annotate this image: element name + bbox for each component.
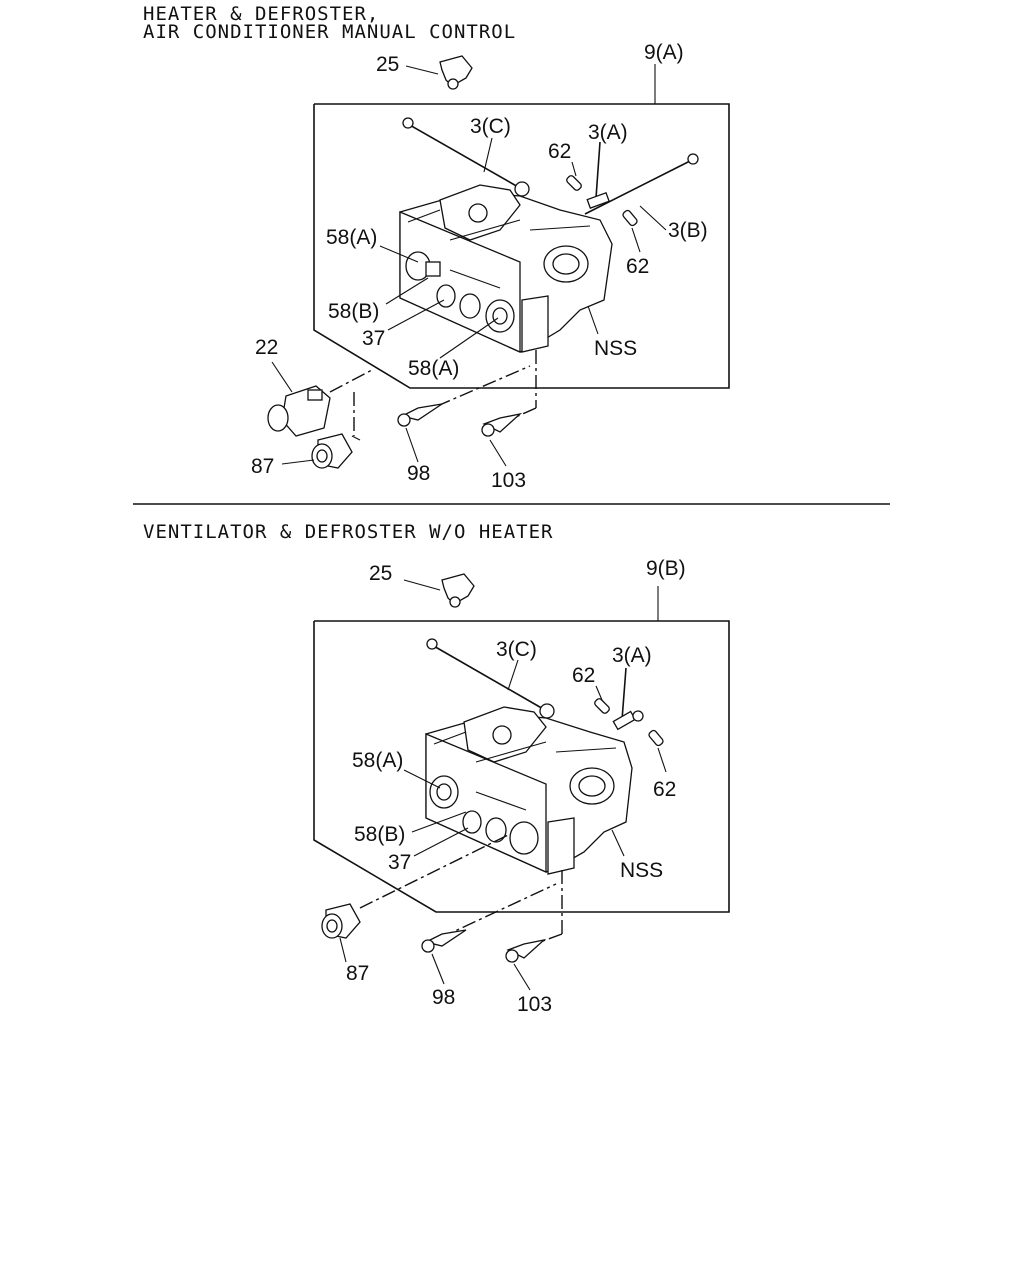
label-58a-b: 58(A) <box>352 749 404 772</box>
switch-22 <box>267 385 331 437</box>
label-nss-a: NSS <box>594 337 638 360</box>
label-98-a: 98 <box>407 462 431 485</box>
label-58b-b: 58(B) <box>354 823 406 846</box>
label-62-a-bottom: 62 <box>626 255 650 278</box>
label-3b-a: 3(B) <box>668 219 708 242</box>
section-a-title-line1: HEATER & DEFROSTER, <box>143 3 380 25</box>
label-3c-b: 3(C) <box>496 638 537 661</box>
label-103-b: 103 <box>517 993 553 1016</box>
control-unit-body-b <box>425 706 633 875</box>
knob-87-b <box>321 903 361 939</box>
assembly-box-b <box>313 620 730 913</box>
cable-3c-b <box>431 644 546 711</box>
label-9a: 9(A) <box>644 41 684 64</box>
knob-87-a <box>311 433 353 469</box>
assembly-box-a <box>313 103 730 389</box>
section-a-title-line2: AIR CONDITIONER MANUAL CONTROL <box>143 21 517 43</box>
section-b-title: VENTILATOR & DEFROSTER W/O HEATER <box>143 521 554 543</box>
label-3a-a: 3(A) <box>588 121 628 144</box>
label-58a-a-bottom: 58(A) <box>408 357 460 380</box>
label-103-a: 103 <box>491 469 527 492</box>
label-98-b: 98 <box>432 986 456 1009</box>
label-58b-a: 58(B) <box>328 300 380 323</box>
label-25-b: 25 <box>369 562 393 585</box>
section-b-drawing <box>313 573 730 991</box>
label-37-a: 37 <box>362 327 386 350</box>
label-9b: 9(B) <box>646 557 686 580</box>
screw-103-a <box>481 350 537 437</box>
section-a-drawing <box>267 55 730 469</box>
screw-98-a <box>397 365 531 427</box>
label-62-b-bottom: 62 <box>653 778 677 801</box>
label-3a-b: 3(A) <box>612 644 652 667</box>
label-62-a-top: 62 <box>548 140 572 163</box>
label-62-b-top: 62 <box>572 664 596 687</box>
label-25-a: 25 <box>376 53 400 76</box>
label-37-b: 37 <box>388 851 412 874</box>
clip-25-b <box>441 573 475 608</box>
control-unit-body-a <box>399 184 613 354</box>
label-87-a: 87 <box>251 455 275 478</box>
label-3c-a: 3(C) <box>470 115 511 138</box>
label-87-b: 87 <box>346 962 370 985</box>
clip-25-a <box>439 55 473 90</box>
screw-98-b <box>421 883 557 953</box>
label-58a-a-top: 58(A) <box>326 226 378 249</box>
cable-3b-a <box>584 159 693 215</box>
cable-3c-a <box>407 123 521 189</box>
screw-103-b <box>505 870 563 963</box>
label-nss-b: NSS <box>620 859 664 882</box>
label-22: 22 <box>255 336 279 359</box>
